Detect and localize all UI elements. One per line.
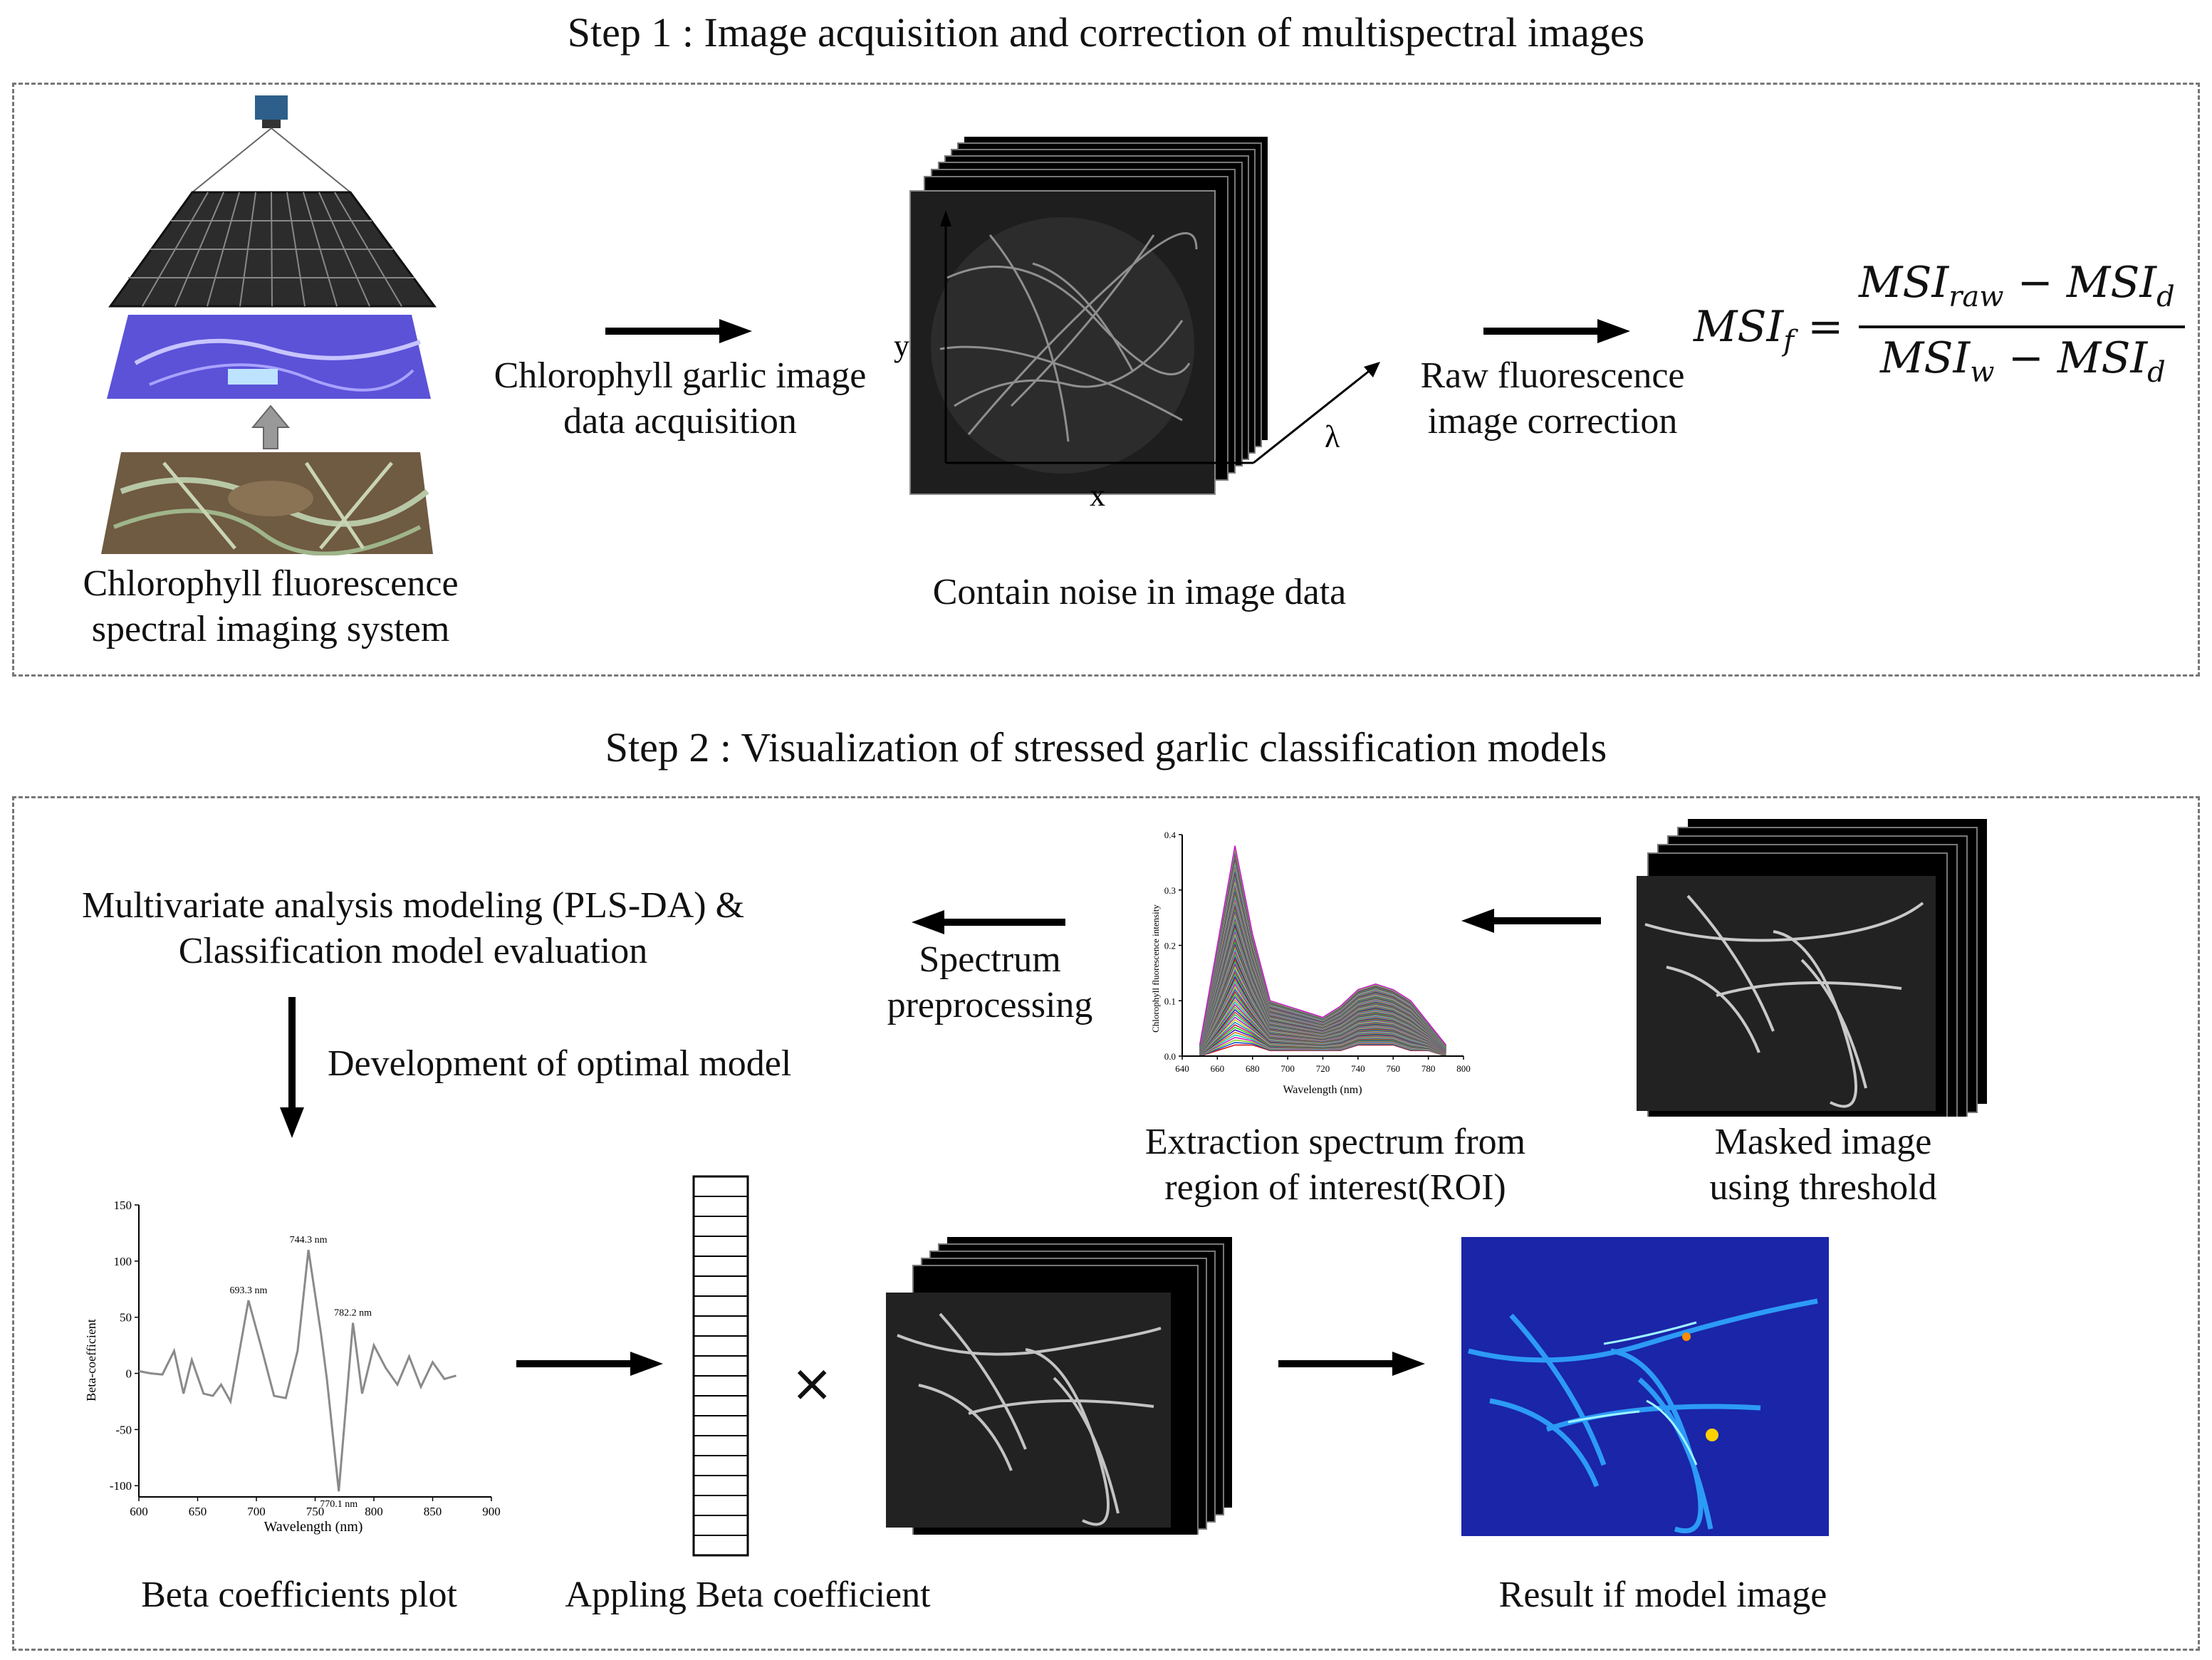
- arrow-right-icon: [1278, 1352, 1425, 1376]
- filter-grid: [108, 191, 437, 308]
- spectrum-y-tick-label: 0.2: [1164, 941, 1176, 951]
- beta-peak-annotation: 693.3 nm: [229, 1285, 267, 1296]
- spectrum-x-tick-label: 800: [1456, 1063, 1471, 1074]
- correction-formula: MSIf = MSIraw − MSId MSIw − MSId: [1694, 256, 2192, 399]
- noise-label: Contain noise in image data: [932, 572, 1347, 612]
- beta-y-tick-label: -100: [110, 1479, 132, 1493]
- beta-x-tick-label: 750: [306, 1505, 325, 1518]
- coefficient-vector-icon: [692, 1175, 749, 1557]
- spectrum-x-tick-label: 680: [1246, 1063, 1260, 1074]
- beta-coefficients-chart: 600 650 700 750 800 850 900 -100 -50 0 50 100 150 6…: [84, 1199, 501, 1535]
- spectral-stack: [909, 137, 1268, 495]
- beta-x-tick-label: 850: [424, 1505, 442, 1518]
- step2-panel: [12, 796, 2200, 1651]
- spectrum-x-tick-label: 660: [1211, 1063, 1225, 1074]
- beta-peak-annotation: 744.3 nm: [290, 1235, 328, 1246]
- beta-y-tick-label: -50: [115, 1423, 132, 1436]
- beta-y-axis-label: Beta-coefficient: [84, 1319, 98, 1401]
- beta-y-tick-label: 100: [114, 1255, 132, 1268]
- fluorescence-plane: [107, 315, 431, 399]
- beta-x-tick-label: 700: [247, 1505, 266, 1518]
- beta-x-axis-label: Wavelength (nm): [264, 1519, 363, 1535]
- spectrum-x-tick-label: 740: [1351, 1063, 1365, 1074]
- camera-icon: [255, 95, 288, 120]
- spectrum-y-tick-label: 0.0: [1164, 1051, 1176, 1062]
- spectrum-x-tick-label: 760: [1387, 1063, 1401, 1074]
- optimal-model-label: Development of optimal model: [328, 1043, 792, 1084]
- beta-x-tick-label: 650: [189, 1505, 207, 1518]
- masked-image-stack: [1637, 819, 1987, 1117]
- image-cube: y x λ: [894, 137, 1380, 513]
- arrow-right-icon: [605, 319, 752, 343]
- formula-lhs: MSIf =: [1694, 302, 1844, 357]
- up-arrow-icon: [251, 404, 291, 449]
- spectrum-y-axis-label: Chlorophyll fluorescence intensity: [1150, 904, 1161, 1033]
- imaging-system-illustration: [101, 95, 437, 555]
- spectrum-series: [1199, 845, 1446, 1045]
- arrow-down-icon: [280, 997, 304, 1138]
- beta-y-tick-label: 50: [120, 1311, 132, 1325]
- garlic-field-photo: [101, 452, 433, 555]
- fluorescence-spectrum-chart: 640 660 680 700 720 740 760 780 800 0.0 0.1 0.2 0.3…: [1150, 830, 1471, 1096]
- times-symbol: ×: [791, 1353, 834, 1413]
- step1-panel: [12, 83, 2200, 677]
- beta-peak-annotation: 782.2 nm: [334, 1308, 372, 1319]
- hyperspectral-image-stack: [886, 1237, 1232, 1535]
- beta-y-tick-label: 150: [114, 1199, 132, 1212]
- spectrum-x-tick-label: 720: [1316, 1063, 1330, 1074]
- arrow-right-icon: [516, 1352, 663, 1376]
- step1-title: Step 1 : Image acquisition and correctio…: [567, 9, 1645, 56]
- beta-peak-annotation: 770.1 nm: [320, 1499, 358, 1510]
- arrow-left-icon: [912, 910, 1065, 934]
- arrow-right-icon: [1483, 319, 1630, 343]
- step2-title: Step 2 : Visualization of stressed garli…: [605, 724, 1607, 771]
- beta-x-tick-label: 900: [482, 1505, 501, 1518]
- axis-x-label: x: [1090, 478, 1105, 513]
- beta-plot-label: Beta coefficients plot: [141, 1575, 457, 1615]
- spectrum-x-tick-label: 700: [1280, 1063, 1295, 1074]
- result-model-image: [1461, 1237, 1829, 1536]
- applying-label: Appling Beta coefficient: [565, 1575, 931, 1615]
- modeling-label: Multivariate analysis modeling (PLS-DA) …: [81, 885, 745, 971]
- arrow-left-icon: [1461, 909, 1601, 933]
- cube-axes: [940, 210, 1380, 464]
- axis-lambda-label: λ: [1325, 419, 1340, 454]
- beta-x-tick-label: 800: [365, 1505, 383, 1518]
- beta-x-tick-label: 600: [130, 1505, 148, 1518]
- formula-fraction-bar: [1859, 325, 2185, 328]
- formula-numerator: MSIraw − MSId: [1859, 258, 2175, 313]
- spectrum-y-tick-label: 0.1: [1164, 996, 1176, 1006]
- spectrum-x-axis-label: Wavelength (nm): [1283, 1084, 1362, 1096]
- spectrum-y-tick-label: 0.4: [1164, 830, 1177, 840]
- axis-y-label: y: [894, 328, 909, 363]
- beta-coefficient-line: [138, 1249, 457, 1492]
- beta-y-tick-label: 0: [126, 1367, 132, 1381]
- result-label: Result if model image: [1498, 1575, 1827, 1615]
- spectrum-x-tick-label: 640: [1175, 1063, 1189, 1074]
- formula-denominator: MSIw − MSId: [1880, 333, 2166, 389]
- spectrum-x-tick-label: 780: [1421, 1063, 1436, 1074]
- spectrum-y-tick-label: 0.3: [1164, 885, 1176, 896]
